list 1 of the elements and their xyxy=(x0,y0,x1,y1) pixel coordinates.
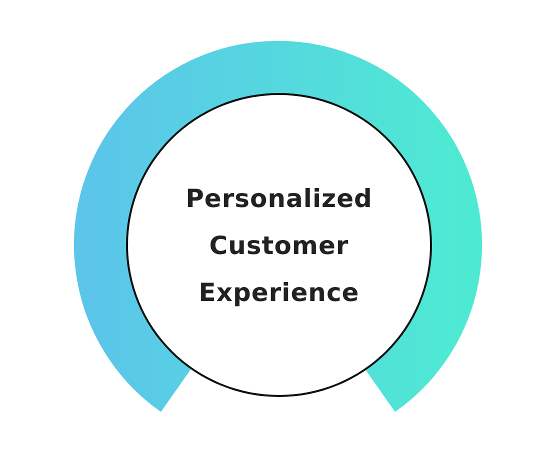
node-label: Personalized Customer Experience xyxy=(184,182,374,308)
